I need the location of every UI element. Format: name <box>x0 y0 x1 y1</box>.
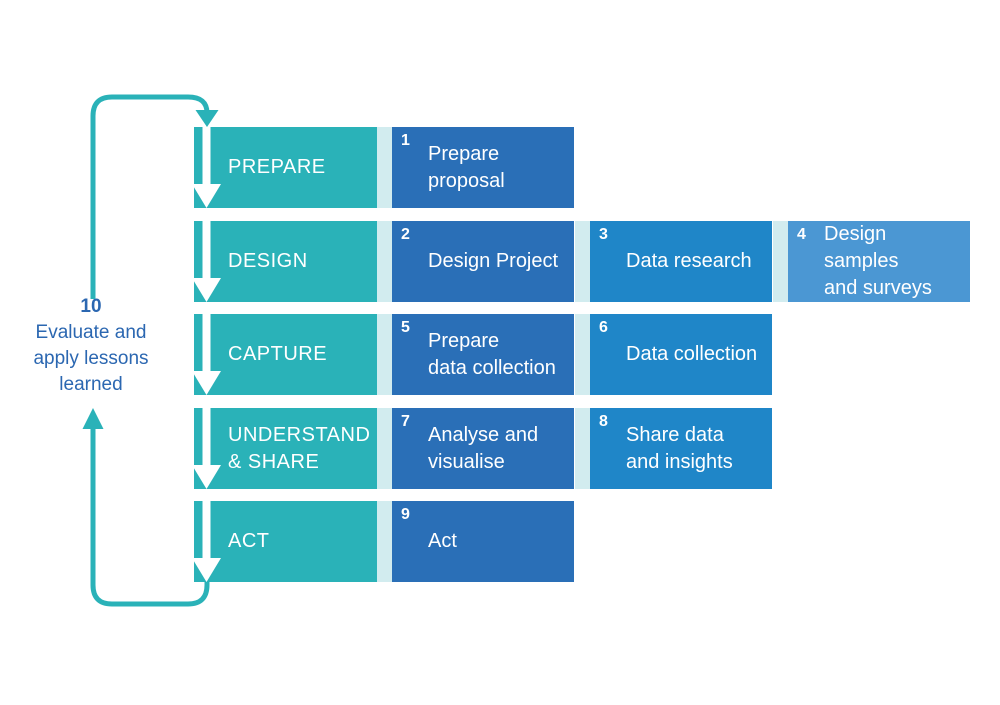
stage-label: UNDERSTAND <box>228 423 371 446</box>
step-box-1: 1 Prepare proposal <box>392 127 574 208</box>
step-label-line: Design samples <box>824 223 899 272</box>
stage-row-design: DESIGN 2 Design Project 3 Data research … <box>0 221 1000 302</box>
stage-box-design: DESIGN <box>194 221 377 302</box>
step-label-line: Data research <box>626 250 752 272</box>
step-number: 9 <box>401 506 410 523</box>
step-label-line: Prepare <box>428 142 500 165</box>
feedback-loop-text-line: learned <box>59 374 123 395</box>
step-number: 4 <box>797 226 806 243</box>
step-label-line: Design Project <box>428 250 559 272</box>
step-box-6: 6 Data collection <box>590 314 772 395</box>
step-label-line: and insights <box>626 450 733 473</box>
stage-row-understand-share: UNDERSTAND & SHARE 7 Analyse and visuali… <box>0 408 1000 489</box>
step-number: 8 <box>599 413 608 430</box>
stage-row-prepare: PREPARE 1 Prepare proposal <box>0 127 1000 208</box>
step-label-line: Analyse and <box>428 423 539 446</box>
step-box-4: 4 Design samples and surveys <box>788 221 970 302</box>
stage-step-connector <box>377 314 392 395</box>
step-number: 2 <box>401 226 410 243</box>
stage-step-connector <box>377 501 392 582</box>
step-box-2: 2 Design Project <box>392 221 574 302</box>
stage-row-act: ACT 9 Act <box>0 501 1000 582</box>
stage-row-capture: CAPTURE 5 Prepare data collection 6 Data… <box>0 314 1000 395</box>
step-label-line: data collection <box>428 356 556 379</box>
step-number: 5 <box>401 319 410 336</box>
step-label-line: Act <box>428 530 457 552</box>
step-box-8: 8 Share data and insights <box>590 408 772 489</box>
step-label-line: Prepare <box>428 329 500 352</box>
step-number: 1 <box>401 132 410 149</box>
feedback-loop-text-line: Evaluate and <box>35 322 147 343</box>
stage-step-connector <box>377 127 392 208</box>
feedback-loop-number: 10 <box>80 296 102 317</box>
step-label-line: Share data <box>626 423 724 446</box>
step-step-connector <box>575 221 590 302</box>
stage-box-understand-share: UNDERSTAND & SHARE <box>194 408 377 489</box>
stage-label: CAPTURE <box>228 343 328 365</box>
stage-box-act: ACT <box>194 501 377 582</box>
stage-step-connector <box>377 221 392 302</box>
loop-arrowhead-down-icon <box>195 110 219 127</box>
stage-label: PREPARE <box>228 156 326 178</box>
stage-step-connector <box>377 408 392 489</box>
step-box-7: 7 Analyse and visualise <box>392 408 574 489</box>
step-number: 6 <box>599 319 608 336</box>
step-number: 7 <box>401 413 410 430</box>
stage-label: DESIGN <box>228 250 308 272</box>
step-label-line: and surveys <box>824 277 932 299</box>
stage-label: & SHARE <box>228 450 320 473</box>
step-label-line: visualise <box>428 450 505 473</box>
step-step-connector <box>773 221 788 302</box>
step-label-line: Data collection <box>626 343 758 365</box>
step-number: 3 <box>599 226 608 243</box>
stage-label: ACT <box>228 530 270 552</box>
step-step-connector <box>575 408 590 489</box>
step-box-9: 9 Act <box>392 501 574 582</box>
stage-box-prepare: PREPARE <box>194 127 377 208</box>
feedback-loop-text-line: apply lessons <box>33 348 149 369</box>
step-box-5: 5 Prepare data collection <box>392 314 574 395</box>
feedback-loop-label: 10 Evaluate and apply lessons learned <box>8 294 174 398</box>
stage-box-capture: CAPTURE <box>194 314 377 395</box>
step-box-3: 3 Data research <box>590 221 772 302</box>
step-step-connector <box>575 314 590 395</box>
step-label-line: proposal <box>428 169 505 192</box>
